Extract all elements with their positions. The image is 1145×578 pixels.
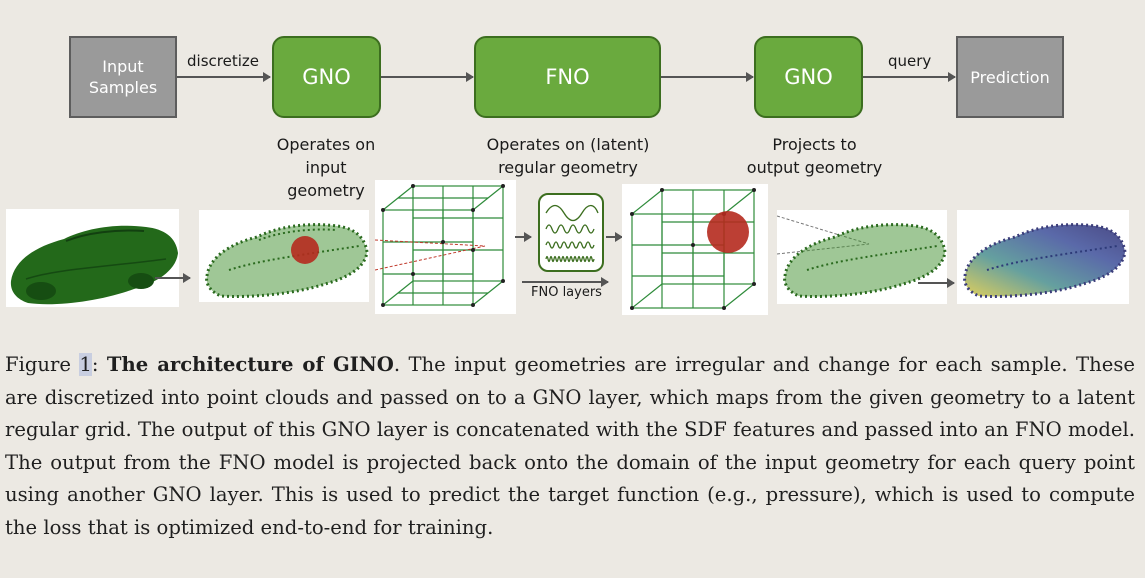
car-mesh-image [10,225,179,305]
gno-encoder-description: Operates on input geometry [276,135,376,200]
fno-description: Operates on (latent) regular geometry [486,135,650,177]
caption-body: . The input geometries are irregular and… [5,353,1135,539]
arrow-fno-to-gno [661,72,754,82]
discretize-label: discretize [187,52,259,70]
input-latent-grid-image [374,184,505,307]
output-point-cloud-panel [776,210,947,304]
input-samples-node: Input Samples [69,36,177,118]
figure-label: Figure [5,353,80,376]
caption-title: The architecture of GINO [106,353,394,376]
input-car-mesh-panel [6,209,179,307]
arrow-input-to-gno [177,72,271,82]
wave-icon [545,204,599,263]
arrow-gno-to-prediction [863,72,956,82]
query-label: query [888,52,932,70]
arrow-fno-layers-bottom [522,277,609,287]
point-cloud-image [205,223,369,298]
arrow-points-to-prediction [918,278,955,288]
arrow-grid-to-fno-layers [515,232,532,242]
caption-separator: : [91,353,107,376]
output-point-cloud-image [776,215,947,298]
figure-number[interactable]: 1 [79,353,92,376]
arrow-gno-to-fno [381,72,474,82]
output-latent-grid-image [630,188,756,310]
figure-caption: Figure 1: The architecture of GINO. The … [5,349,1135,544]
gno-decoder-description: Projects to output geometry [746,135,883,177]
predicted-pressure-panel [957,210,1129,304]
pressure-prediction-image [963,223,1127,298]
query-sphere-icon [291,236,319,264]
arrow-fno-layers-to-grid [606,232,623,242]
arrow-mesh-to-points [155,273,191,283]
query-sphere-icon [707,211,749,253]
latent-grid-panel-output [622,184,768,315]
prediction-node: Prediction [956,36,1064,118]
gno-decoder-node: GNO [754,36,863,118]
gno-encoder-node: GNO [272,36,381,118]
latent-grid-panel-input [374,180,516,314]
fno-node: FNO [474,36,661,118]
point-cloud-panel [199,210,369,302]
fno-layers-label: FNO layers [531,285,602,300]
fno-layers-widget [538,193,604,272]
